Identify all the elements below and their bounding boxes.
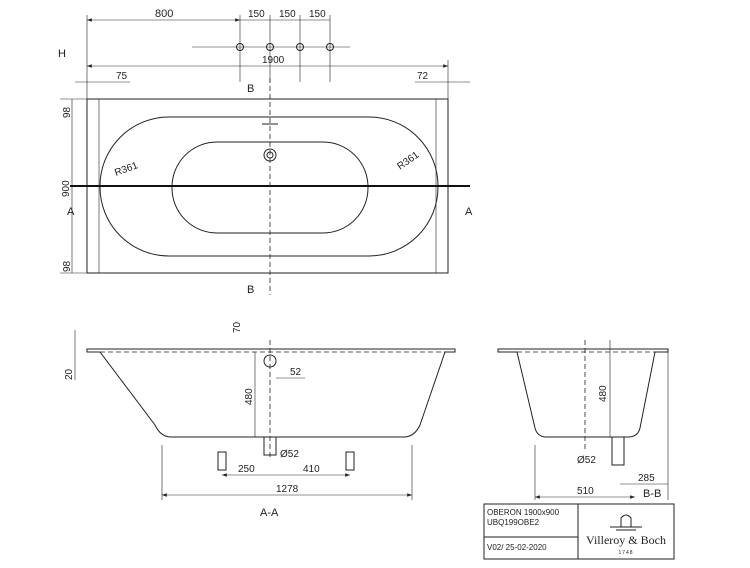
section-title-aa: A-A xyxy=(260,507,279,519)
title-block: OBERON 1900x900 UBQ199OBE2 V02/ 25-02-20… xyxy=(483,503,675,560)
section-marker-a: A xyxy=(67,206,75,218)
dim-1900: 1900 xyxy=(262,55,285,66)
dim-150: 150 xyxy=(279,9,296,20)
section-marker-b: B xyxy=(247,284,254,296)
model-code: UBQ199OBE2 xyxy=(487,518,540,527)
radius-label: R361 xyxy=(395,149,421,172)
dim-900: 900 xyxy=(61,180,72,197)
dim-phi52: Ø52 xyxy=(280,449,299,460)
dim-98: 98 xyxy=(62,106,73,118)
view-label-h: H xyxy=(58,48,66,60)
tap-holes xyxy=(236,15,334,82)
version-date: V02/ 25-02-2020 xyxy=(487,543,547,552)
dim-20: 20 xyxy=(64,368,75,380)
dim-75: 75 xyxy=(116,71,128,82)
brand-name: Villeroy & Boch xyxy=(586,533,666,547)
section-aa: 480 70 20 52 Ø52 250 410 1278 A-A xyxy=(64,321,456,519)
section-bb: 480 Ø52 285 510 B-B xyxy=(497,340,669,500)
dim-150: 150 xyxy=(248,9,265,20)
brand-logo-icon xyxy=(610,514,642,531)
dim-510: 510 xyxy=(577,486,594,497)
top-view: 800 150 150 150 1900 H 75 72 900 98 98 R… xyxy=(58,8,473,296)
dim-phi52: Ø52 xyxy=(577,455,596,466)
dim-800: 800 xyxy=(155,8,173,20)
dim-480: 480 xyxy=(598,385,609,402)
dim-1278: 1278 xyxy=(276,484,299,495)
dim-250: 250 xyxy=(238,464,255,475)
section-marker-b: B xyxy=(247,83,254,95)
dim-98: 98 xyxy=(62,260,73,272)
dim-410: 410 xyxy=(303,464,320,475)
dim-285: 285 xyxy=(638,473,655,484)
section-title-bb: B-B xyxy=(643,488,661,500)
dim-150: 150 xyxy=(309,9,326,20)
dim-480: 480 xyxy=(244,388,255,405)
dim-72: 72 xyxy=(417,71,429,82)
section-marker-a: A xyxy=(465,206,473,218)
brand-year: 1748 xyxy=(618,550,633,556)
dim-70: 70 xyxy=(232,321,243,333)
model-name: OBERON 1900x900 xyxy=(487,508,560,517)
dim-52: 52 xyxy=(290,367,302,378)
radius-label: R361 xyxy=(113,160,140,179)
